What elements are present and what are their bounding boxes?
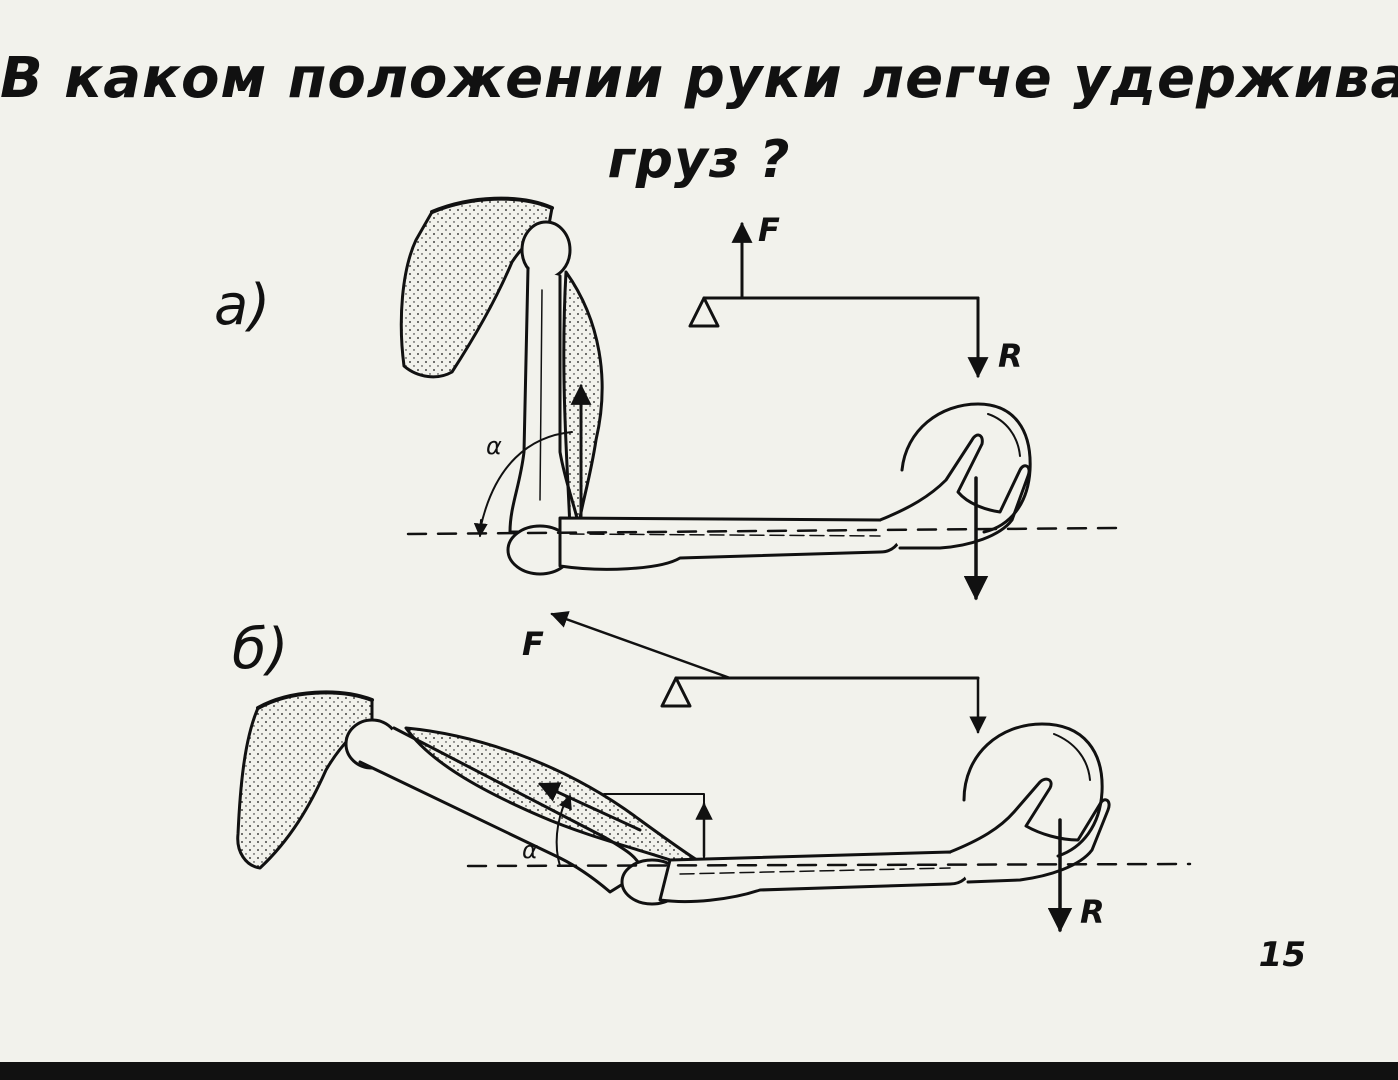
figure-a (399, 196, 1118, 601)
biceps-a (562, 270, 604, 532)
angle-label-b: α (522, 836, 538, 864)
hand-b (948, 777, 1111, 884)
baseline-b (466, 862, 1192, 868)
ball-b (962, 722, 1104, 858)
page-number: 15 (1258, 935, 1306, 975)
forearm-a (558, 516, 902, 571)
fulcrum-a (688, 296, 720, 328)
hand-a (878, 433, 1031, 550)
slide-bottom-border (0, 1062, 1398, 1080)
figure-b-label: б) (232, 617, 289, 682)
title-line-1: В каком положении руки легче удерживать (0, 46, 1398, 111)
figure-a-label: а) (214, 273, 271, 338)
angle-label-a: α (486, 432, 502, 460)
scapula-b (236, 691, 374, 870)
force-label-a: F (758, 211, 780, 249)
figure-b (236, 611, 1192, 933)
load-label-b: R (1080, 893, 1105, 931)
force-label-b: F (522, 625, 544, 663)
forearm-b (658, 850, 972, 904)
load-label-a: R (998, 337, 1023, 375)
fulcrum-b (660, 676, 692, 708)
title-line-2: груз ? (607, 130, 791, 190)
force-arrow-b (550, 611, 732, 680)
ball-a (900, 402, 1032, 534)
angle-arc-a (479, 431, 573, 531)
